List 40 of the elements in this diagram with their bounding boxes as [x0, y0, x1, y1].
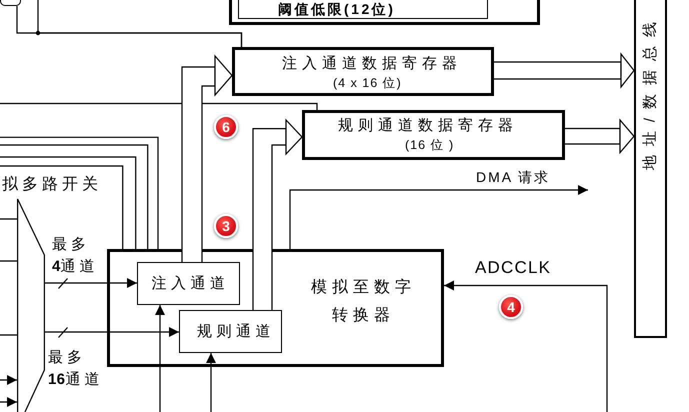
register-title: 规则通道数据寄存器 [338, 116, 518, 134]
channel-box: 注入通道 [137, 262, 240, 305]
arrow [206, 353, 216, 412]
register-subtitle: (16 位 ) [405, 137, 454, 153]
converter-box [107, 249, 444, 367]
arrow [289, 185, 588, 249]
channel-box: 规则通道 [179, 310, 282, 353]
connector-line [0, 218, 17, 220]
register-title: 注入通道数据寄存器 [282, 54, 462, 73]
arrow [155, 305, 165, 412]
block-arrow [181, 55, 233, 263]
threshold-box: 阈值低限(12位) [238, 0, 488, 19]
bus-label: 地址/数据总线 [640, 13, 660, 170]
callout-number: 6 [214, 114, 238, 138]
mux-label: 拟多路开关 [2, 175, 102, 195]
connector-line [0, 156, 136, 249]
connector-line [0, 165, 124, 249]
converter-label: 模拟至数字转换器 [310, 278, 417, 326]
panel-box [229, 0, 540, 25]
connector-line [37, 0, 242, 47]
edge-label: DMA 请求 [476, 168, 550, 186]
edge-label: ADCCLK [475, 257, 552, 278]
callout-number: 4 [499, 295, 523, 319]
edge-label: 最多4通道 [52, 235, 99, 277]
arrow [444, 280, 608, 412]
arrow [45, 278, 137, 288]
connector-line [0, 334, 17, 336]
connector-line [0, 260, 17, 262]
small-box [0, 0, 21, 6]
register-subtitle: (4 x 16 位) [333, 75, 402, 91]
block-arrow [564, 119, 635, 154]
block-arrow [252, 119, 303, 311]
edge-label: 最多16通道 [48, 348, 104, 390]
arrow [0, 375, 17, 385]
mux-symbol [17, 198, 45, 412]
callout-number: 3 [214, 214, 238, 238]
arrow [0, 397, 17, 407]
arrow [45, 327, 179, 337]
connector-line [0, 102, 318, 110]
block-arrow [493, 53, 635, 88]
